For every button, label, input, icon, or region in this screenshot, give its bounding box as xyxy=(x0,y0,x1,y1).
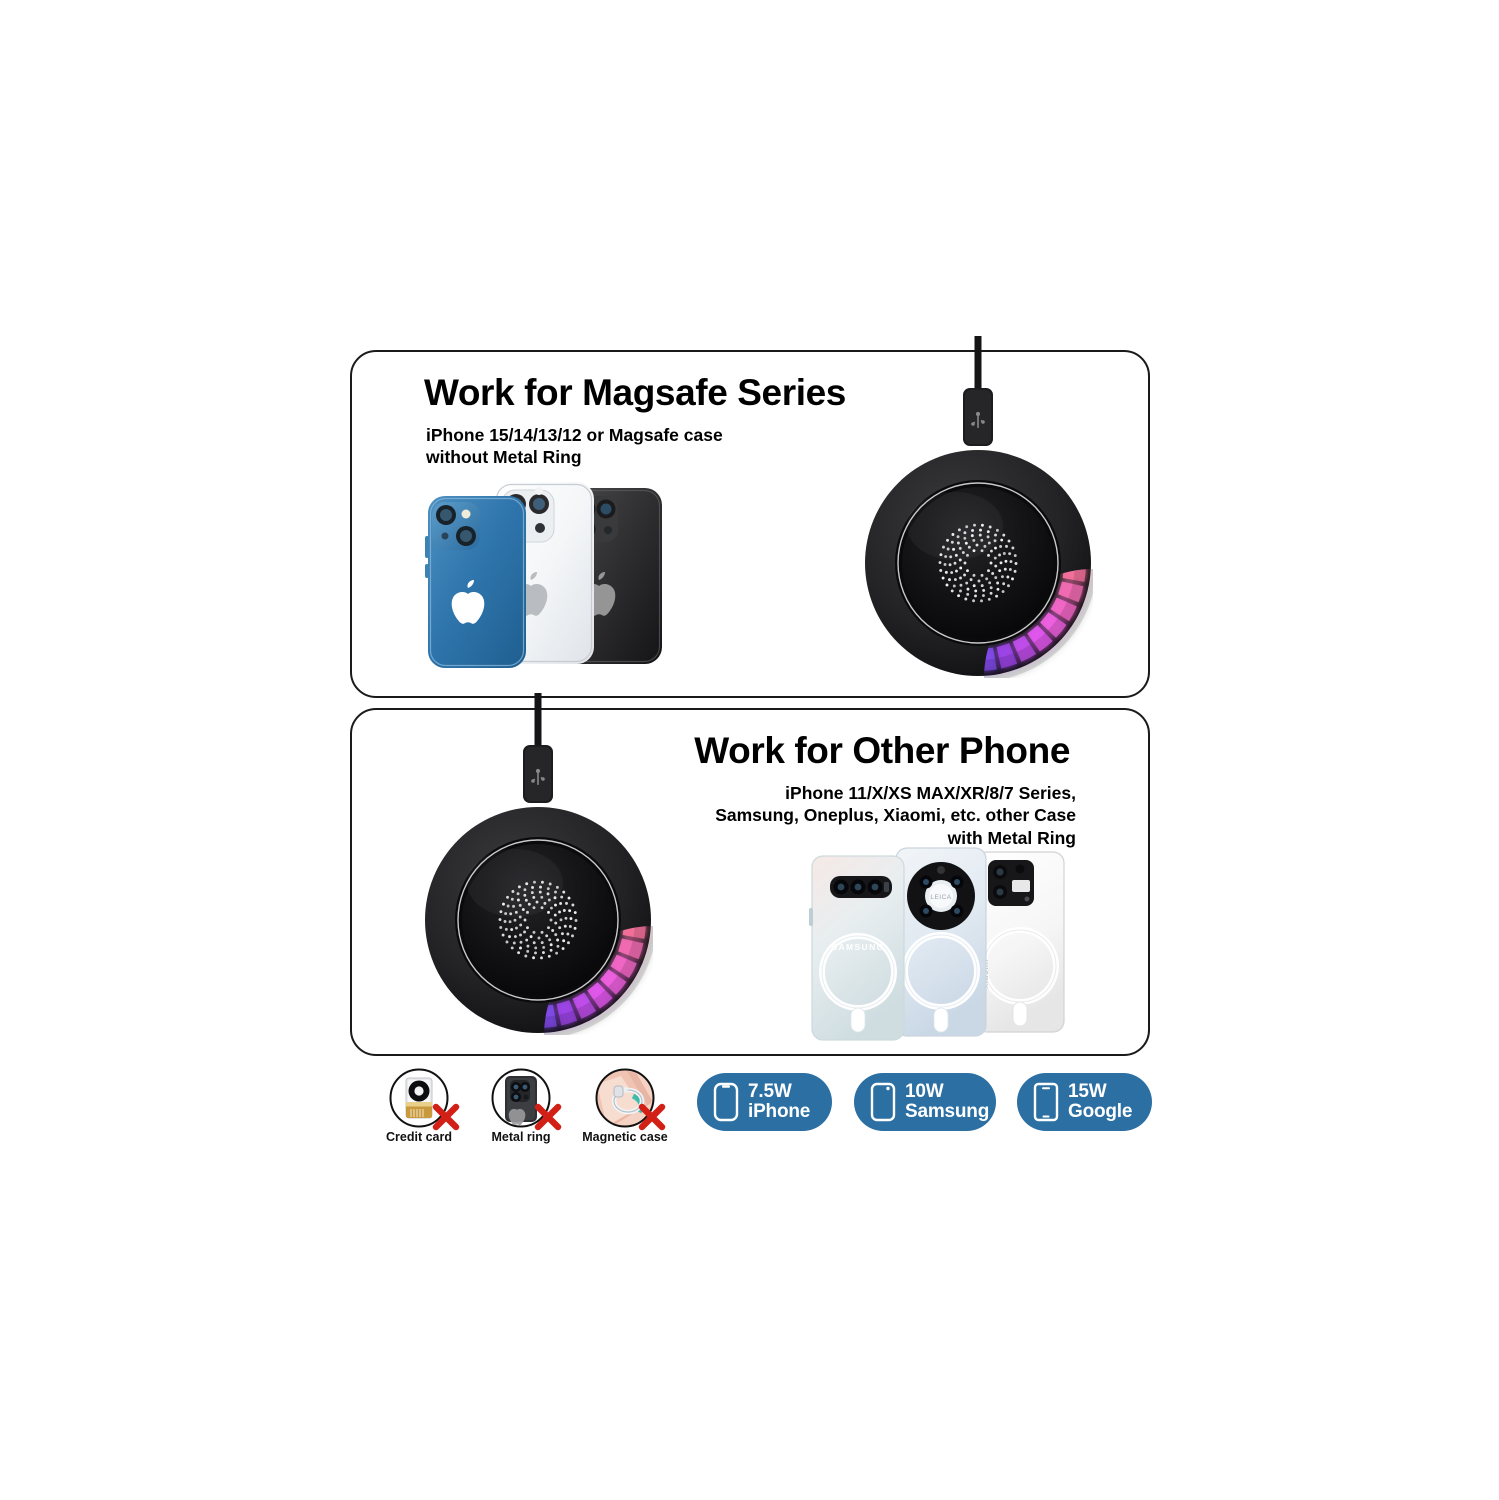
warning-label: Metal ring xyxy=(473,1131,569,1145)
panel-magsafe-subtitle: iPhone 15/14/13/12 or Magsafe case witho… xyxy=(426,424,723,469)
x-mark-icon xyxy=(431,1102,461,1132)
power-badge-label: 10W Samsung xyxy=(905,1082,989,1122)
iphone-outline-icon xyxy=(713,1082,739,1122)
warning-credit-card: Credit card xyxy=(371,1068,467,1145)
incompatible-items-row: Credit card Metal ring xyxy=(385,1068,685,1160)
usb-cable-icon xyxy=(863,336,1093,448)
samsung-outline-icon xyxy=(870,1082,896,1122)
warning-label: Credit card xyxy=(371,1131,467,1145)
credit-card-icon xyxy=(389,1068,449,1128)
charger-disc xyxy=(863,448,1093,678)
warning-label: Magnetic case xyxy=(577,1131,673,1145)
power-badge-samsung[interactable]: 10W Samsung xyxy=(854,1073,996,1131)
charger-disc xyxy=(423,805,653,1035)
x-mark-icon xyxy=(637,1102,667,1132)
wireless-charger-magsafe xyxy=(863,448,1093,678)
warning-magnetic-case: Magnetic case xyxy=(577,1068,673,1145)
android-lineup-image: xiaomi LEICA xyxy=(800,838,1072,1046)
svg-text:SAMSUNG: SAMSUNG xyxy=(831,942,884,952)
google-outline-icon xyxy=(1033,1082,1059,1122)
usb-cable-icon xyxy=(423,693,653,805)
power-badge-label: 15W Google xyxy=(1068,1082,1132,1122)
android-lineup-svg: xiaomi LEICA xyxy=(800,838,1072,1046)
warning-metal-ring: Metal ring xyxy=(473,1068,569,1145)
iphone-lineup-svg xyxy=(410,470,682,672)
x-mark-icon xyxy=(533,1102,563,1132)
power-badge-google[interactable]: 15W Google xyxy=(1017,1073,1152,1131)
iphone-lineup-image xyxy=(410,470,682,672)
power-badge-iphone[interactable]: 7.5W iPhone xyxy=(697,1073,832,1131)
power-output-badges: 7.5W iPhone 10W Samsung 15W Google xyxy=(697,1073,1152,1133)
panel-magsafe-title: Work for Magsafe Series xyxy=(424,374,846,411)
svg-text:LEICA: LEICA xyxy=(930,894,951,901)
metal-ring-icon xyxy=(491,1068,551,1128)
panel-other-title: Work for Other Phone xyxy=(694,732,1070,769)
magnetic-case-icon xyxy=(595,1068,655,1128)
power-badge-label: 7.5W iPhone xyxy=(748,1082,810,1122)
wireless-charger-other xyxy=(423,805,653,1035)
